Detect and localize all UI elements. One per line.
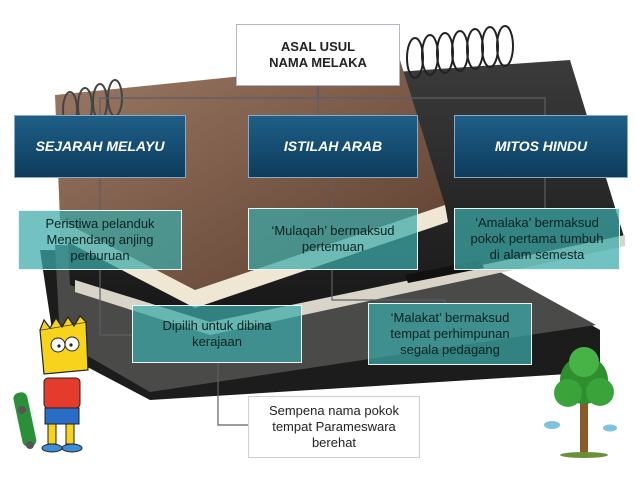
spiral-rings [406, 25, 514, 79]
brown-notebook-pages [60, 205, 448, 308]
detail-line: tempat perhimpunan [390, 325, 510, 341]
category-label: SEJARAH MELAYU [35, 137, 165, 154]
detail-line: berehat [311, 435, 357, 451]
category-istilah-arab: ISTILAH ARAB [248, 115, 418, 178]
root-title-line-2: NAMA MELAKA [269, 55, 367, 70]
detail-line: segala pedagang [400, 342, 500, 358]
category-mitos-hindu: MITOS HINDU [454, 115, 628, 178]
detail-line: pokok pertama tumbuh [470, 230, 604, 246]
detail-line: pertemuan [301, 239, 365, 254]
root-title-box: ASAL USUL NAMA MELAKA [236, 24, 400, 86]
detail-line: Peristiwa pelanduk [45, 215, 155, 231]
detail-peristiwa-pelanduk: Peristiwa pelanduk Menendang anjing perb… [18, 210, 182, 270]
detail-line: tempat Parameswara [272, 418, 396, 434]
detail-line: ‘Mulaqah’ bermaksud [271, 222, 395, 238]
detail-line: perburuan [70, 248, 130, 264]
category-label: ISTILAH ARAB [283, 137, 383, 154]
detail-mulaqah: ‘Mulaqah’ bermaksud pertemuan [248, 208, 418, 270]
root-title-line-1: ASAL USUL [280, 38, 356, 54]
detail-line: ‘Amalaka’ bermaksud [475, 214, 599, 230]
detail-dipilih-untuk-dibina: Dipilih untuk dibina kerajaan [132, 305, 302, 363]
detail-line: Menendang anjing [46, 231, 154, 247]
detail-line: di alam semesta [489, 247, 585, 263]
category-label: MITOS HINDU [494, 137, 588, 154]
detail-line: Dipilih untuk dibina [162, 317, 272, 333]
detail-line: Sempena nama pokok [268, 402, 400, 418]
detail-sempena-nama-pokok: Sempena nama pokok tempat Parameswara be… [248, 396, 420, 458]
connector-lines [99, 86, 546, 426]
bart-cartoon-clipart [13, 315, 89, 453]
detail-malakat: ‘Malakat’ bermaksud tempat perhimpunan s… [368, 303, 532, 365]
tree-clipart [544, 347, 617, 458]
detail-line: ‘Malakat’ bermaksud [390, 309, 510, 325]
category-sejarah-melayu: SEJARAH MELAYU [14, 115, 186, 178]
detail-amalaka: ‘Amalaka’ bermaksud pokok pertama tumbuh… [454, 208, 620, 270]
detail-line: kerajaan [192, 334, 242, 349]
